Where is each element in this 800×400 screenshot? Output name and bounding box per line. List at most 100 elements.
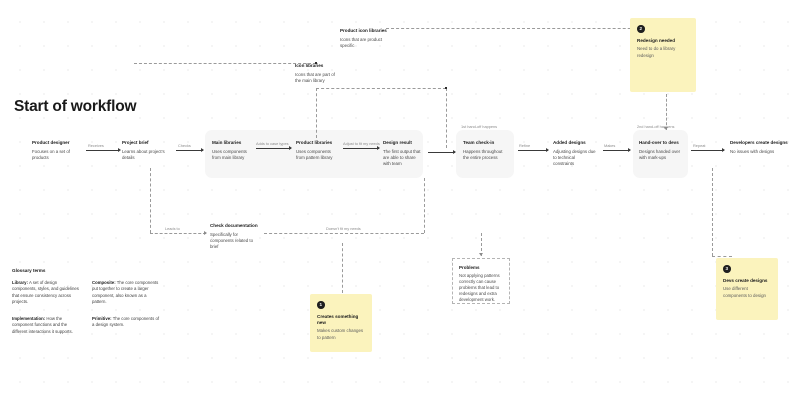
connector-label-repeat: Repeat xyxy=(693,143,706,148)
routing-line-creates-new-up xyxy=(342,243,343,293)
sticky-badge: 3 xyxy=(723,265,731,273)
group-label-second-handoff: 2nd hand-off happens xyxy=(637,124,675,129)
connector-joint xyxy=(444,86,448,90)
connector-product-libraries-to-design-result xyxy=(343,148,379,149)
group-card-team-check-in xyxy=(456,130,514,178)
arrow-icon xyxy=(546,147,549,152)
glossary-item: Composite: The core components put toget… xyxy=(92,280,162,306)
connector-label-checks: Checks xyxy=(178,143,191,148)
node-title: Project brief xyxy=(122,140,149,145)
connector-label-receives: Receives xyxy=(88,143,104,148)
glossary-item: Primitive: The core components of a desi… xyxy=(92,316,162,335)
arrow-icon xyxy=(289,145,292,150)
sticky-note-creates-something-new[interactable]: 1 Creates something new Makes custom cha… xyxy=(310,294,372,352)
routing-line-devs-loop-h xyxy=(712,256,732,257)
routing-line-design-result-down xyxy=(424,178,425,233)
node-body: The first output that are able to share … xyxy=(383,148,421,167)
glossary-definition: A set of design components, styles, and … xyxy=(12,280,79,305)
glossary-term: Primitive: xyxy=(92,315,112,321)
connector-label-makes: Makes xyxy=(604,143,616,148)
glossary-panel: Glossary terms Library: A set of design … xyxy=(12,268,162,335)
node-product-designer[interactable]: Product designer Focuses on a set of pro… xyxy=(32,140,80,161)
node-hand-over-to-devs[interactable]: Hand-over to devs Designs handed over wi… xyxy=(639,140,683,161)
problems-box[interactable]: Problems Not applying patterns correctly… xyxy=(452,258,510,304)
node-team-check-in[interactable]: Team check-in Happens throughout the ent… xyxy=(463,140,507,161)
node-body: Designs handed over with mark-ups xyxy=(639,148,681,161)
node-check-documentation[interactable]: Check documentation Specifically for com… xyxy=(210,223,262,251)
node-body: Happens throughout the entire process xyxy=(463,148,503,161)
connector-label-adds-case-types: Adds to case types xyxy=(256,141,289,146)
node-main-libraries[interactable]: Main libraries Uses components from main… xyxy=(212,140,252,161)
node-title: Product libraries xyxy=(296,140,333,145)
connector-hand-over-to-developers xyxy=(691,150,724,151)
node-design-result[interactable]: Design result The first output that are … xyxy=(383,140,421,168)
routing-line-icon-libraries xyxy=(316,88,446,89)
glossary-definition: How the component functions and the diff… xyxy=(12,315,73,334)
connector-label-leads-to: Leads to xyxy=(165,226,180,231)
sticky-badge: 1 xyxy=(317,301,325,309)
connector-joint xyxy=(314,61,318,65)
node-added-designs[interactable]: Added designs Adjusting designs due to t… xyxy=(553,140,597,168)
group-card-libraries xyxy=(205,130,423,178)
arrow-icon xyxy=(722,147,725,152)
group-label-first-handoff: 1st hand-off happens xyxy=(461,124,498,129)
routing-line-icon-lib-row xyxy=(134,63,316,64)
node-icon-libraries[interactable]: Icon libraries Icons that are part of th… xyxy=(295,63,335,84)
connector-label-refine: Refine xyxy=(519,143,531,148)
routing-line-product-icon-row xyxy=(386,28,666,29)
routing-line-brief-down xyxy=(150,168,151,233)
arrow-icon xyxy=(118,147,121,152)
sticky-body: Use different components to design xyxy=(723,286,766,298)
glossary-term: Composite: xyxy=(92,280,116,285)
connector-label-adjust-to-fit: Adjust to fit my needs xyxy=(343,141,380,146)
glossary-definition: The core components of a design system. xyxy=(92,315,160,328)
sticky-body: Makes custom changes to pattern xyxy=(317,328,364,340)
connector-team-check-in-to-added-designs xyxy=(518,150,548,151)
node-title: Added designs xyxy=(553,140,586,145)
node-body: No issues with designs xyxy=(730,148,775,154)
arrow-icon xyxy=(478,253,483,256)
node-body: Learns about project's details xyxy=(122,148,165,161)
arrow-icon xyxy=(663,127,668,130)
sticky-note-redesign-needed[interactable]: 2 Redesign needed Need to do a library r… xyxy=(630,18,696,92)
node-title: Design result xyxy=(383,140,412,145)
node-body: Uses components from main library xyxy=(212,148,247,161)
routing-line-problems-down xyxy=(481,233,482,256)
sticky-note-devs-create-designs[interactable]: 3 Devs create designs Use different comp… xyxy=(716,258,778,320)
routing-line-icon-to-team xyxy=(446,88,447,148)
group-card-hand-over xyxy=(633,130,688,178)
sticky-body: Need to do a library redesign xyxy=(637,46,676,58)
glossary-item: Implementation: How the component functi… xyxy=(12,316,80,335)
sticky-title: Redesign needed xyxy=(637,37,676,43)
node-product-libraries[interactable]: Product libraries Uses components from p… xyxy=(296,140,336,161)
glossary-definition: The core components put together to crea… xyxy=(92,280,159,305)
node-body: Focuses on a set of products xyxy=(32,148,70,161)
node-project-brief[interactable]: Project brief Learns about project's det… xyxy=(122,140,170,161)
connector-leads-to-check-documentation xyxy=(150,233,206,234)
node-developers-create-designs[interactable]: Developers create designs No issues with… xyxy=(730,140,788,155)
node-title: Check documentation xyxy=(210,223,258,228)
node-title: Product icon libraries xyxy=(340,28,387,33)
node-title: Product designer xyxy=(32,140,70,145)
node-body: Uses components from pattern library xyxy=(296,148,333,161)
sticky-title: Creates something new xyxy=(317,313,359,325)
page-title: Start of workflow xyxy=(14,98,137,115)
arrow-icon xyxy=(204,230,207,235)
connector-doesnt-fit-needs xyxy=(264,233,424,234)
node-title: Developers create designs xyxy=(730,140,788,145)
sticky-badge: 2 xyxy=(637,25,645,33)
node-title: Icon libraries xyxy=(295,63,324,68)
arrow-icon xyxy=(201,147,204,152)
node-body: Adjusting designs due to technical const… xyxy=(553,148,596,167)
glossary-term: Implementation: xyxy=(12,315,46,321)
routing-line-devs-loop xyxy=(712,168,713,256)
node-title: Main libraries xyxy=(212,140,242,145)
node-body: Icons that are part of the main library xyxy=(295,71,335,84)
arrow-icon xyxy=(377,145,380,150)
routing-line-product-libraries-up xyxy=(316,88,317,138)
node-product-icon-libraries[interactable]: Product icon libraries Icons that are pr… xyxy=(340,28,388,49)
routing-line-redesign-down xyxy=(666,94,667,130)
arrow-icon xyxy=(453,149,456,154)
glossary-heading: Glossary terms xyxy=(12,268,46,273)
